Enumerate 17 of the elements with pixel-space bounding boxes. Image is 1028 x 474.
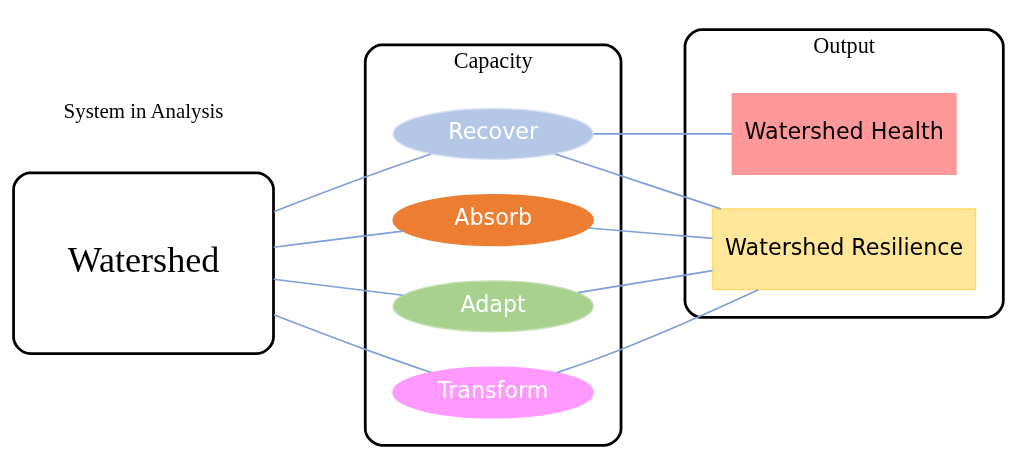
connector (554, 152, 722, 210)
connector (273, 152, 432, 212)
connector (272, 229, 404, 248)
connector (592, 132, 733, 135)
connector (587, 226, 714, 239)
node-box: Watershed Health (731, 92, 957, 175)
node-ellipse: Recover (392, 107, 594, 160)
node-ellipse: Adapt (392, 279, 594, 332)
connector (273, 313, 432, 373)
node-box: Watershed (12, 170, 275, 355)
node-ellipse: Absorb (392, 193, 594, 246)
node-box: Watershed Resilience (712, 207, 977, 290)
connector (555, 288, 760, 373)
connector (577, 269, 714, 293)
connector (272, 277, 404, 296)
label: System in Analysis (63, 98, 224, 123)
node-ellipse: Transform (392, 365, 594, 419)
